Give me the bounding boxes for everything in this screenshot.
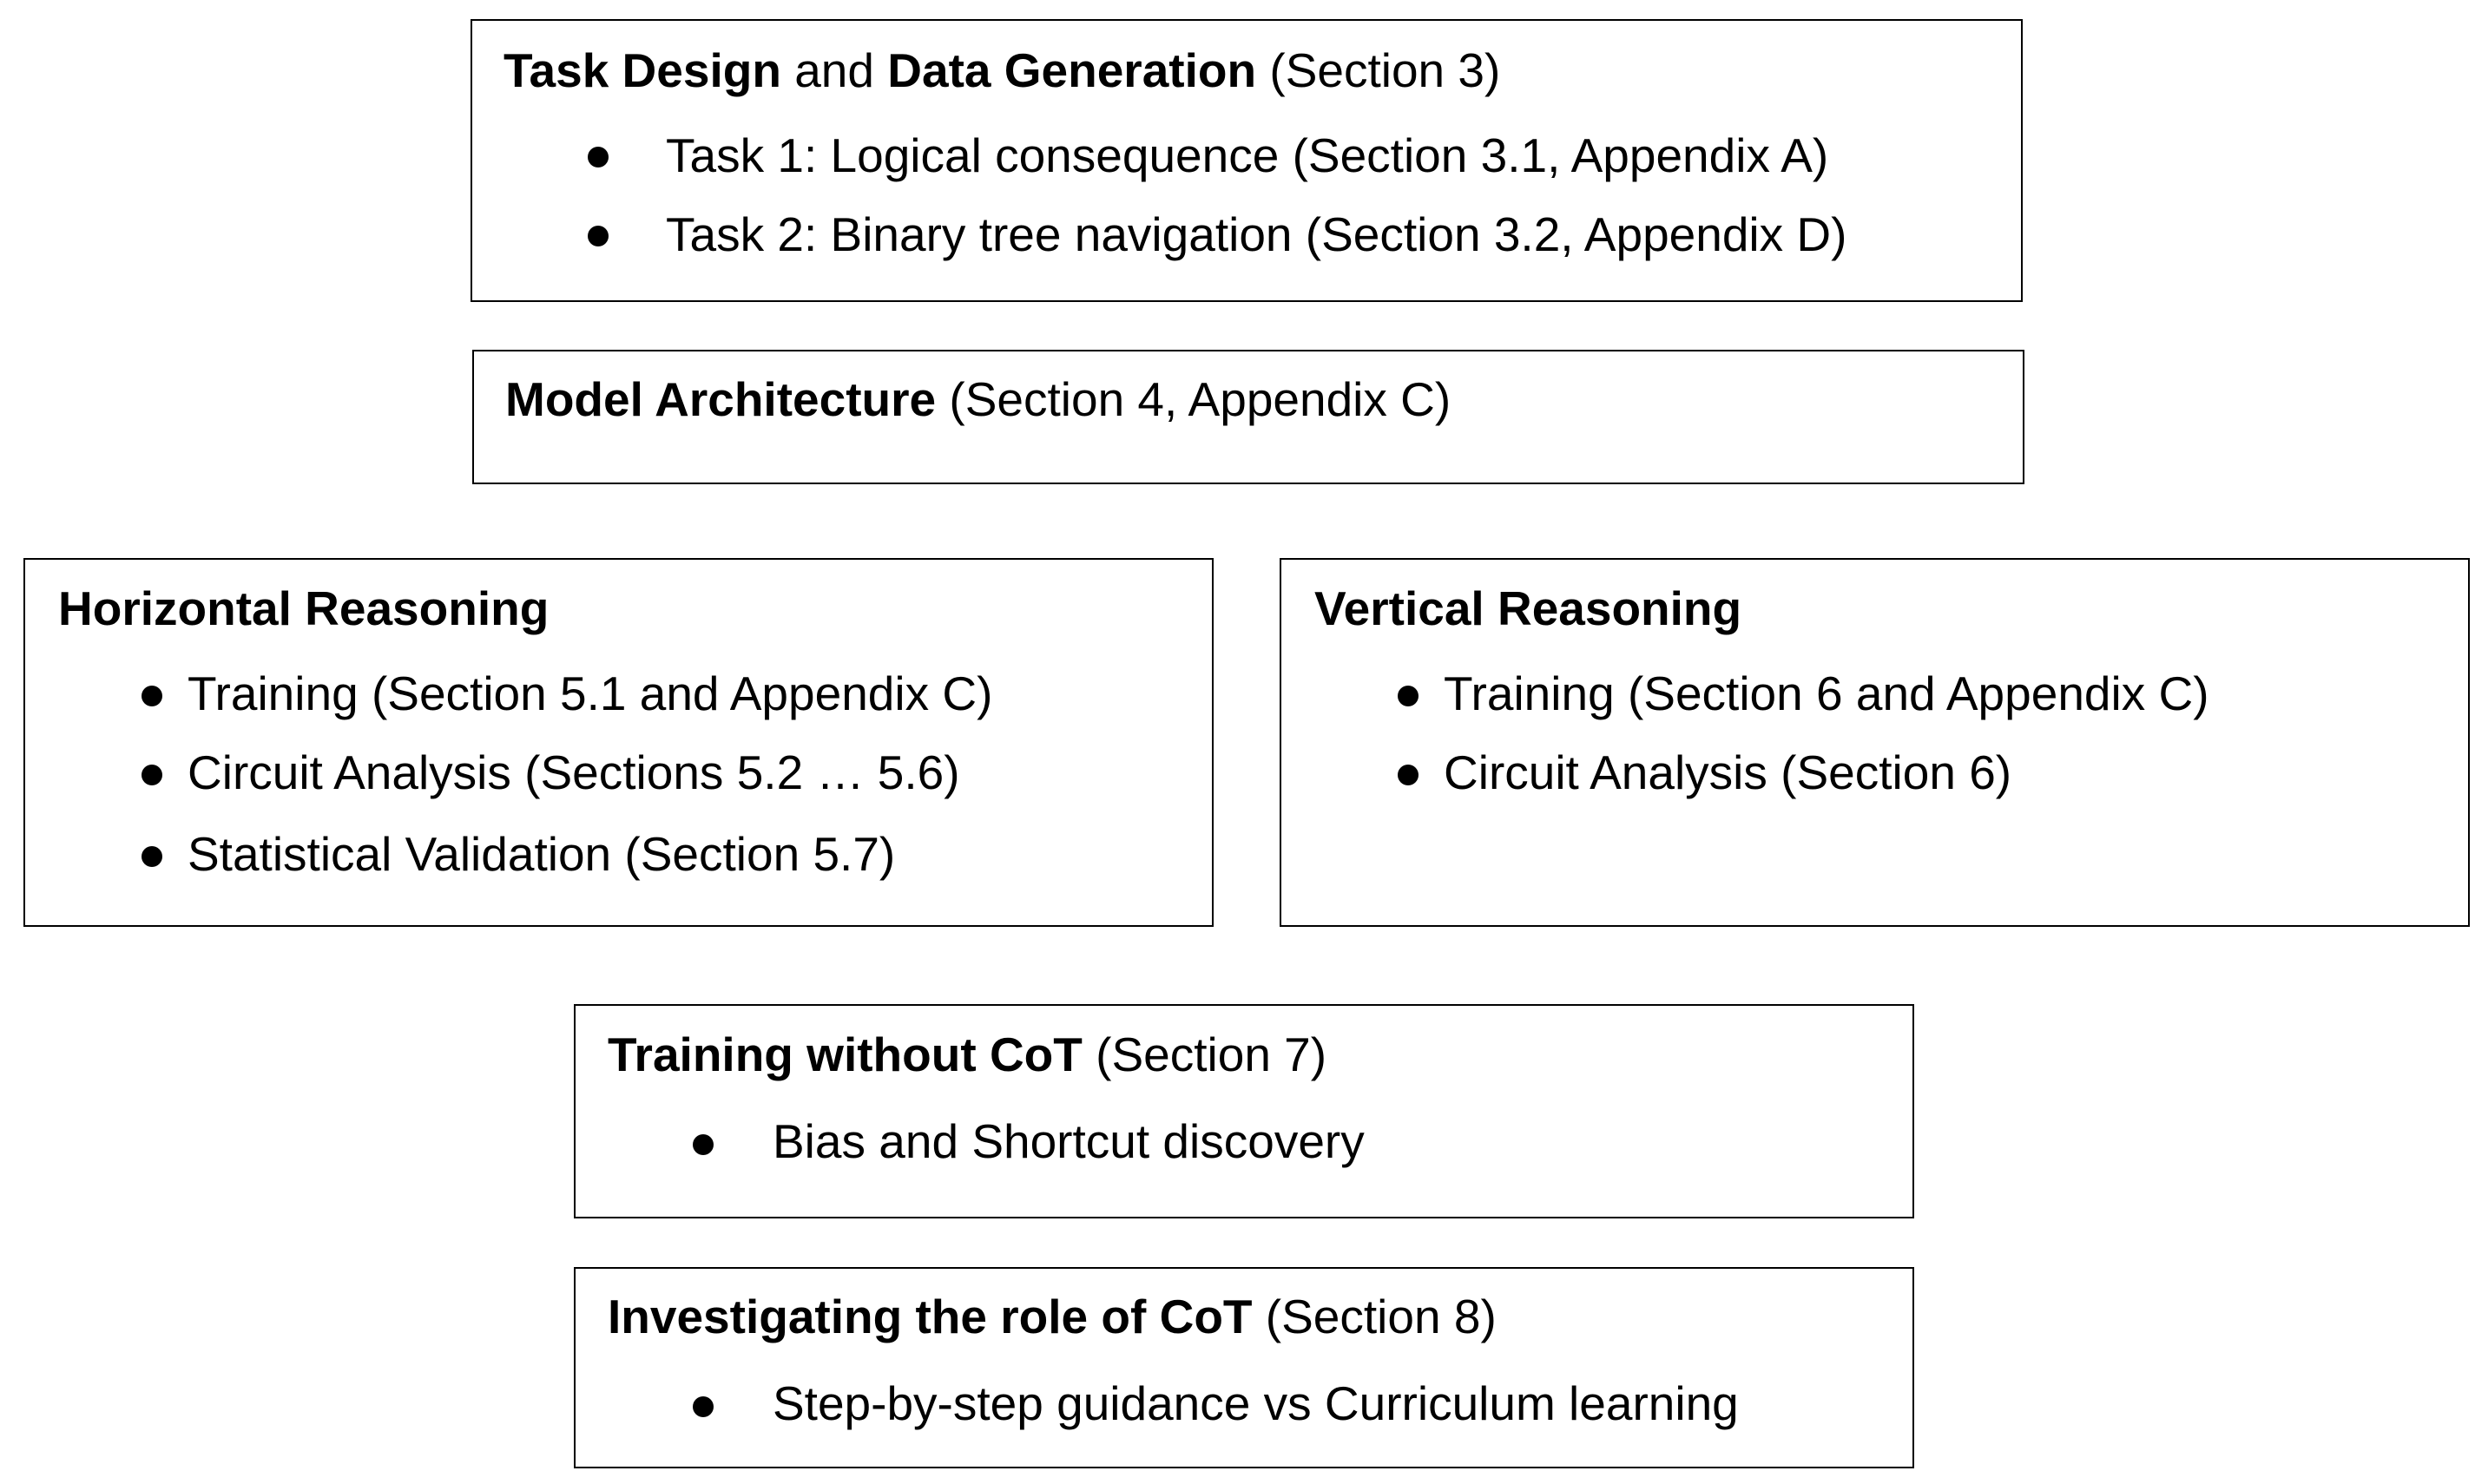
bullet-icon [142,846,162,867]
model-architecture-title: Model Architecture (Section 4, Appendix … [505,376,1451,424]
horizontal-reasoning-item-2: Circuit Analysis (Sections 5.2 … 5.6) [188,745,960,799]
role-of-cot-title-bold: Investigating the role of CoT [608,1290,1253,1343]
vertical-reasoning-box: Vertical Reasoning Training (Section 6 a… [1280,558,2470,927]
bullet-icon [588,147,609,167]
model-architecture-title-suffix: (Section 4, Appendix C) [936,372,1451,426]
bullet-icon [588,226,609,246]
task-design-title: Task Design and Data Generation (Section… [504,47,1500,95]
task-design-item-1: Task 1: Logical consequence (Section 3.1… [666,128,1829,182]
bullet-icon [693,1134,714,1155]
vertical-reasoning-title: Vertical Reasoning [1314,585,1741,633]
horizontal-reasoning-title: Horizontal Reasoning [58,585,549,633]
training-without-cot-title-bold: Training without CoT [608,1028,1083,1081]
task-design-item-2: Task 2: Binary tree navigation (Section … [666,207,1847,261]
task-design-box: Task Design and Data Generation (Section… [471,19,2023,302]
vertical-reasoning-item-1: Training (Section 6 and Appendix C) [1444,666,2209,720]
training-without-cot-box: Training without CoT (Section 7) Bias an… [574,1004,1914,1218]
role-of-cot-title-suffix: (Section 8) [1252,1290,1497,1343]
vertical-reasoning-title-bold: Vertical Reasoning [1314,581,1742,635]
horizontal-reasoning-box: Horizontal Reasoning Training (Section 5… [23,558,1214,927]
task-design-title-part2: Data Generation [887,43,1257,97]
horizontal-reasoning-item-3: Statistical Validation (Section 5.7) [188,827,896,881]
vertical-reasoning-item-2: Circuit Analysis (Section 6) [1444,745,2012,799]
role-of-cot-item-1: Step-by-step guidance vs Curriculum lear… [773,1376,1739,1430]
role-of-cot-title: Investigating the role of CoT (Section 8… [608,1293,1497,1341]
training-without-cot-title-suffix: (Section 7) [1082,1028,1327,1081]
training-without-cot-title: Training without CoT (Section 7) [608,1031,1326,1079]
bullet-icon [1398,765,1419,785]
model-architecture-box: Model Architecture (Section 4, Appendix … [472,350,2024,484]
role-of-cot-box: Investigating the role of CoT (Section 8… [574,1267,1914,1468]
horizontal-reasoning-item-1: Training (Section 5.1 and Appendix C) [188,666,993,720]
task-design-title-connector: and [780,43,888,97]
horizontal-reasoning-title-bold: Horizontal Reasoning [58,581,550,635]
model-architecture-title-bold: Model Architecture [505,372,937,426]
task-design-title-suffix: (Section 3) [1256,43,1501,97]
training-without-cot-item-1: Bias and Shortcut discovery [773,1114,1365,1168]
bullet-icon [1398,686,1419,706]
bullet-icon [142,765,162,785]
bullet-icon [693,1396,714,1417]
task-design-title-part1: Task Design [504,43,781,97]
bullet-icon [142,686,162,706]
